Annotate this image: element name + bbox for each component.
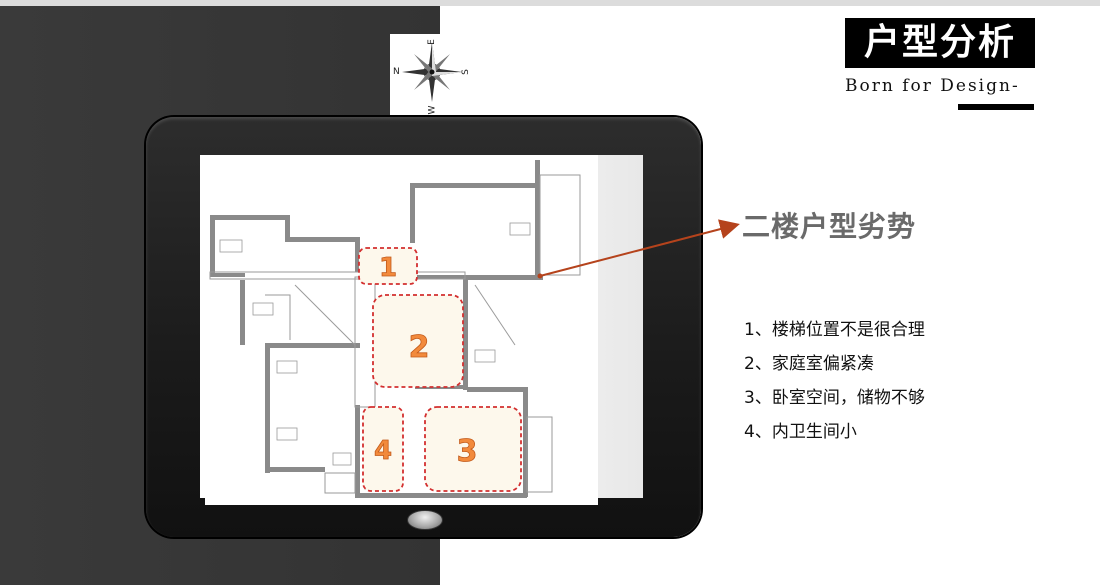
list-item: 2、家庭室偏紧凑 [744,354,874,374]
section-heading: 二楼户型劣势 [742,210,917,243]
list-item: 4、内卫生间小 [744,422,857,442]
zone-3-outline [424,406,522,492]
zone-4-outline [362,406,404,492]
title-underline [958,104,1034,110]
compass: N E S W [390,34,471,118]
compass-label-north: N [393,67,400,77]
list-item: 3、卧室空间，储物不够 [744,388,925,408]
compass-label-west: W [427,105,438,115]
compass-label-east: E [426,39,437,45]
top-edge-line [0,0,1100,6]
zone-1-outline [358,247,418,285]
list-item: 1、楼梯位置不是很合理 [744,320,925,340]
page-title: 户型分析 [845,18,1035,68]
floor-plan: 1 2 3 4 [205,155,598,505]
floor-plan-drawing: 1 2 3 4 [209,160,581,498]
page-subtitle: Born for Design- [845,76,1020,96]
zone-4-label: 4 [374,436,392,466]
disadvantage-list: 1、楼梯位置不是很合理 2、家庭室偏紧凑 3、卧室空间，储物不够 4、内卫生间小 [744,318,925,454]
zone-3-label: 3 [457,434,478,469]
zone-2-outline [372,294,464,388]
compass-rose-icon [402,42,462,102]
zone-2-label: 2 [409,330,430,365]
compass-label-south: S [460,69,471,75]
tablet-home-button [407,510,443,530]
zone-1-label: 1 [379,253,397,283]
